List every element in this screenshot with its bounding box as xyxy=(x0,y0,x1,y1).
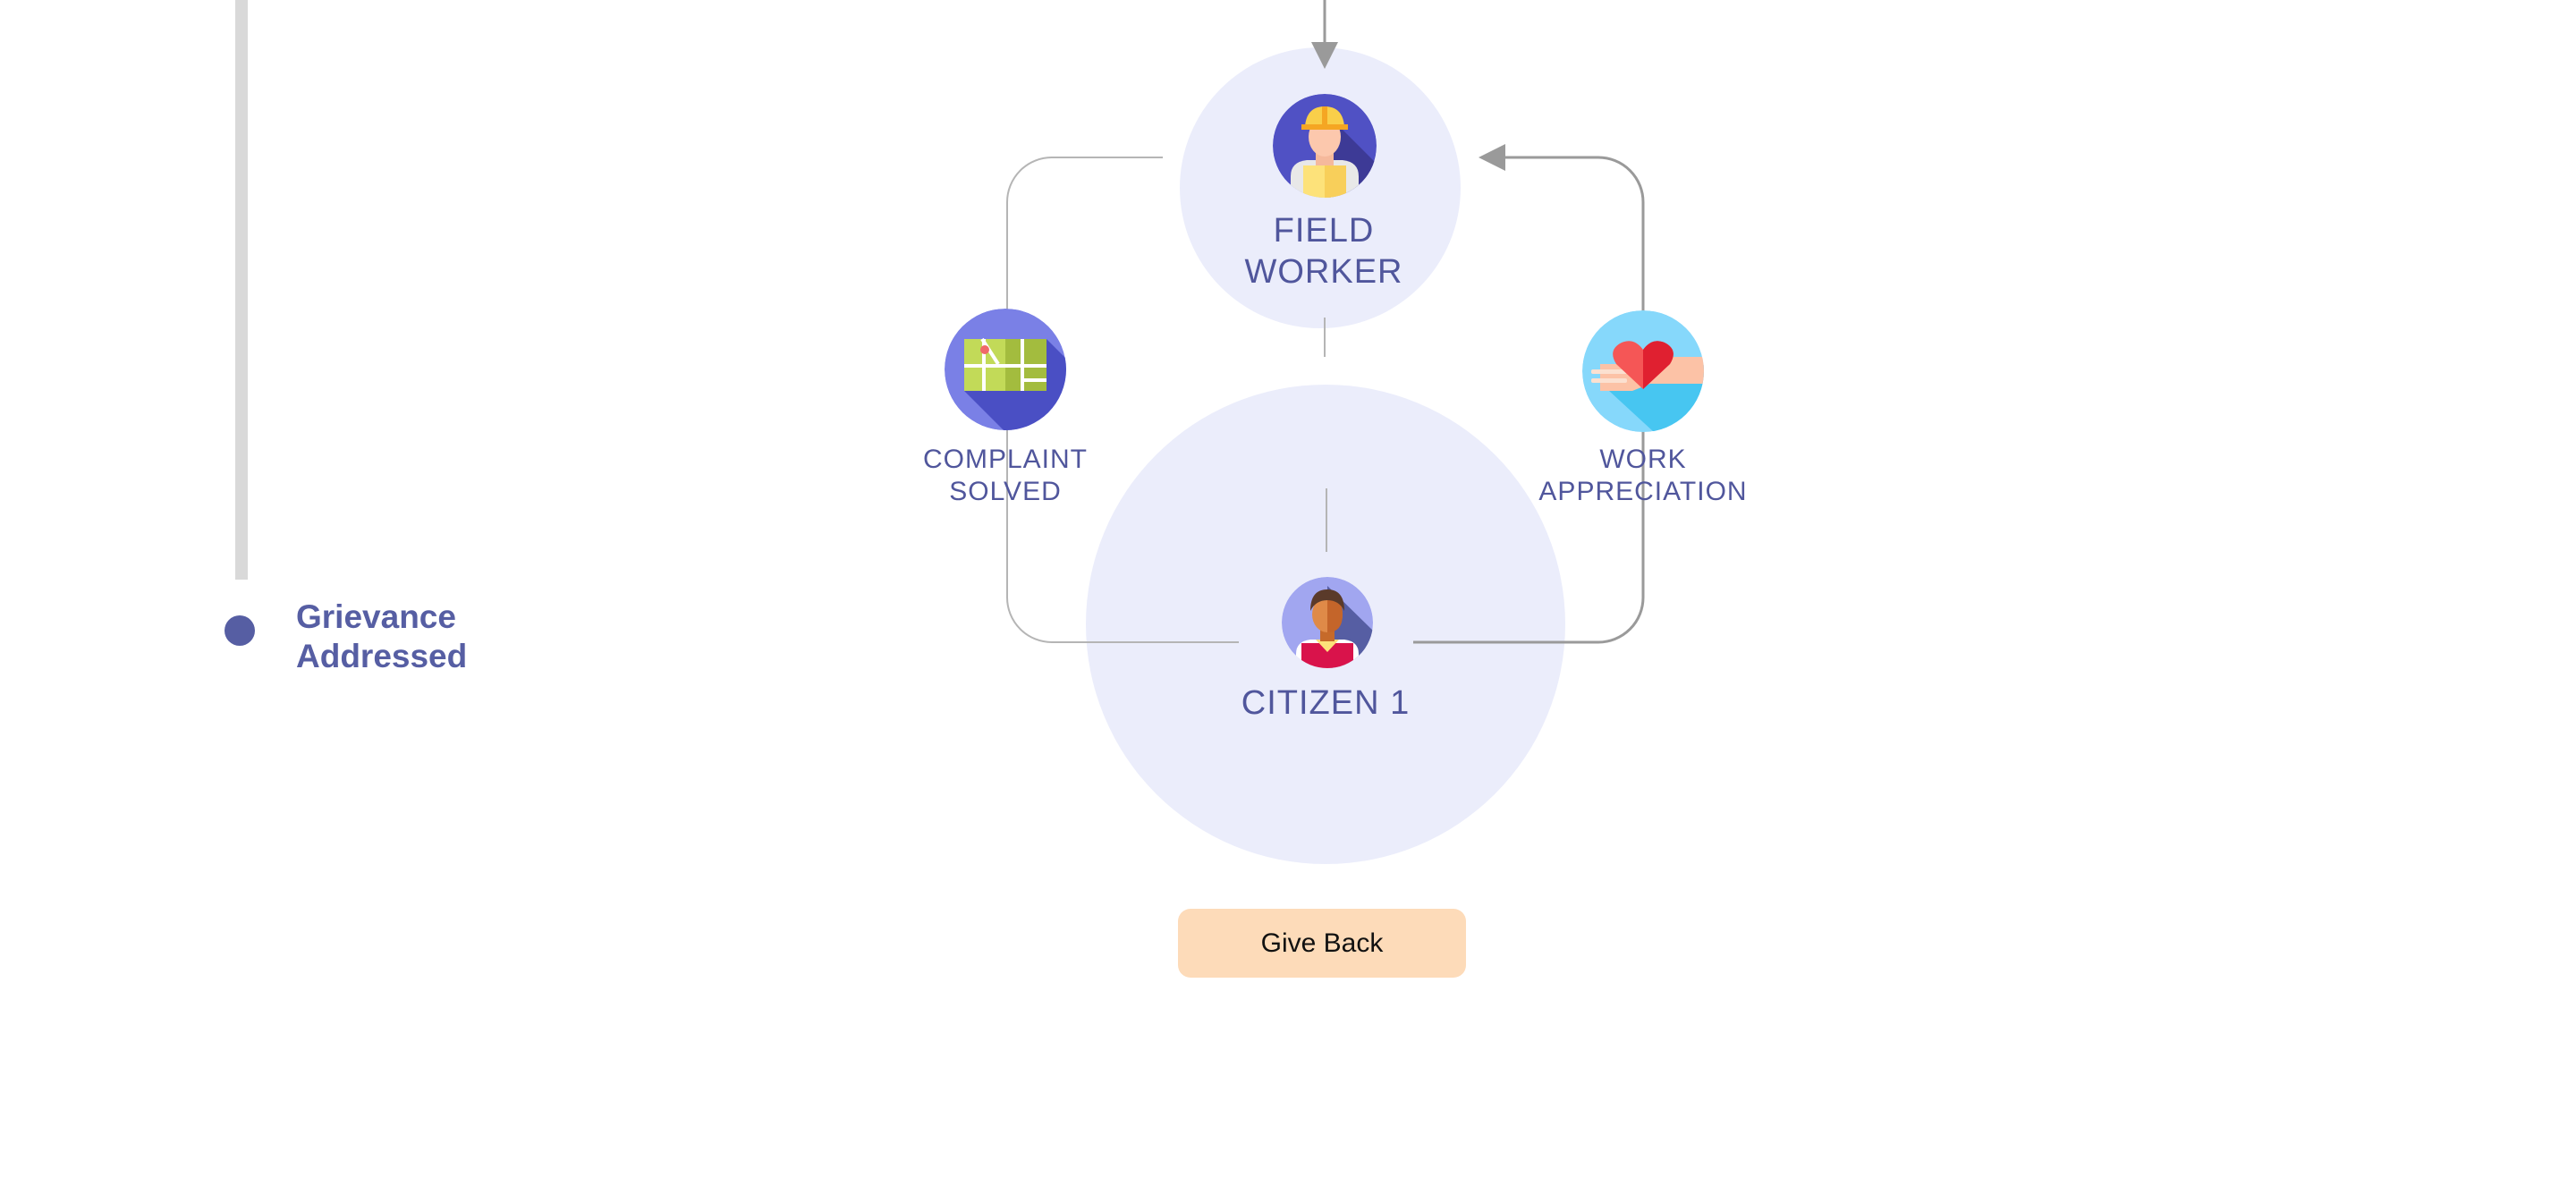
appreciation-label-line2: APPRECIATION xyxy=(1538,477,1748,506)
complaint-solved-label: COMPLAINT SOLVED xyxy=(871,444,1140,508)
timeline-bar xyxy=(235,0,248,580)
complaint-label-line1: COMPLAINT xyxy=(922,445,1089,474)
stage-label-line2: Addressed xyxy=(296,638,468,674)
field-worker-label: FIELD WORKER xyxy=(1190,211,1458,292)
citizen-avatar-icon xyxy=(1282,577,1373,668)
complaint-label-line2: SOLVED xyxy=(949,477,1062,506)
timeline-dot xyxy=(225,615,255,646)
stage-label-line1: Grievance xyxy=(296,598,456,635)
timeline-stage-label: Grievance Addressed xyxy=(296,597,467,676)
give-back-button[interactable]: Give Back xyxy=(1178,909,1466,978)
field-worker-label-line2: WORKER xyxy=(1244,252,1403,291)
citizen-label: CITIZEN 1 xyxy=(1241,684,1411,722)
work-appreciation-label: WORK APPRECIATION xyxy=(1509,444,1777,508)
heart-in-hand-icon xyxy=(1582,310,1704,432)
field-worker-avatar-icon xyxy=(1273,94,1377,198)
field-worker-label-line1: FIELD xyxy=(1273,212,1375,250)
appreciation-label-line1: WORK xyxy=(1599,445,1687,474)
map-icon xyxy=(945,309,1066,430)
